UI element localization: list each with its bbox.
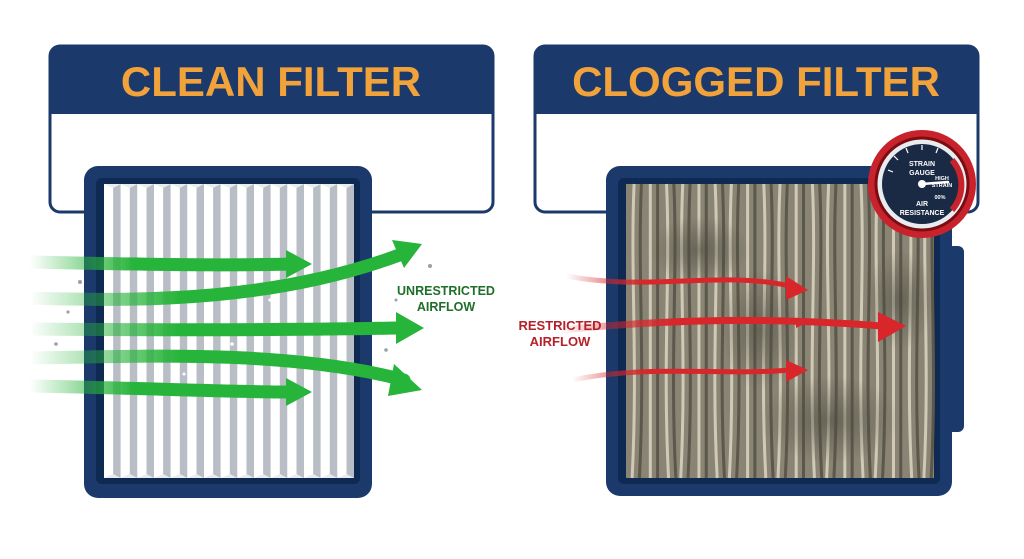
gauge-bottom-line2: RESISTANCE — [900, 210, 945, 217]
restricted-label-line1: RESTRICTED — [518, 318, 601, 333]
gauge-bottom-line1: AIR — [916, 201, 928, 208]
gauge-high-line1: HIGH — [935, 176, 949, 182]
restricted-airflow-label: RESTRICTED AIRFLOW — [518, 318, 601, 349]
strain-gauge: STRAIN GAUGE HIGH STRAIN 00% AIR RESISTA… — [868, 130, 976, 238]
clean-title: CLEAN FILTER — [121, 58, 421, 105]
clogged-title: CLOGGED FILTER — [572, 58, 940, 105]
clean-filter-panel: CLEAN FILTER — [23, 44, 495, 498]
restricted-label-line2: AIRFLOW — [530, 334, 591, 349]
clean-speckles — [54, 264, 432, 376]
clogged-filter-panel: CLOGGED FILTER RESTRICTED — [518, 44, 980, 496]
unrestricted-label-line2: AIRFLOW — [417, 300, 476, 314]
unrestricted-airflow-label: UNRESTRICTED AIRFLOW — [397, 284, 495, 314]
clean-airflow-arrows — [23, 240, 424, 406]
gauge-label-line2: GAUGE — [909, 170, 935, 177]
dirty-pleat — [630, 183, 636, 479]
dirty-pleat-shadow — [637, 183, 644, 479]
restricted-airflow-arrows — [556, 273, 906, 383]
gauge-high-line2: STRAIN — [932, 183, 953, 189]
unrestricted-label-line1: UNRESTRICTED — [397, 284, 495, 298]
gauge-low-text: 00% — [934, 195, 945, 201]
gauge-label-line1: STRAIN — [909, 161, 935, 168]
